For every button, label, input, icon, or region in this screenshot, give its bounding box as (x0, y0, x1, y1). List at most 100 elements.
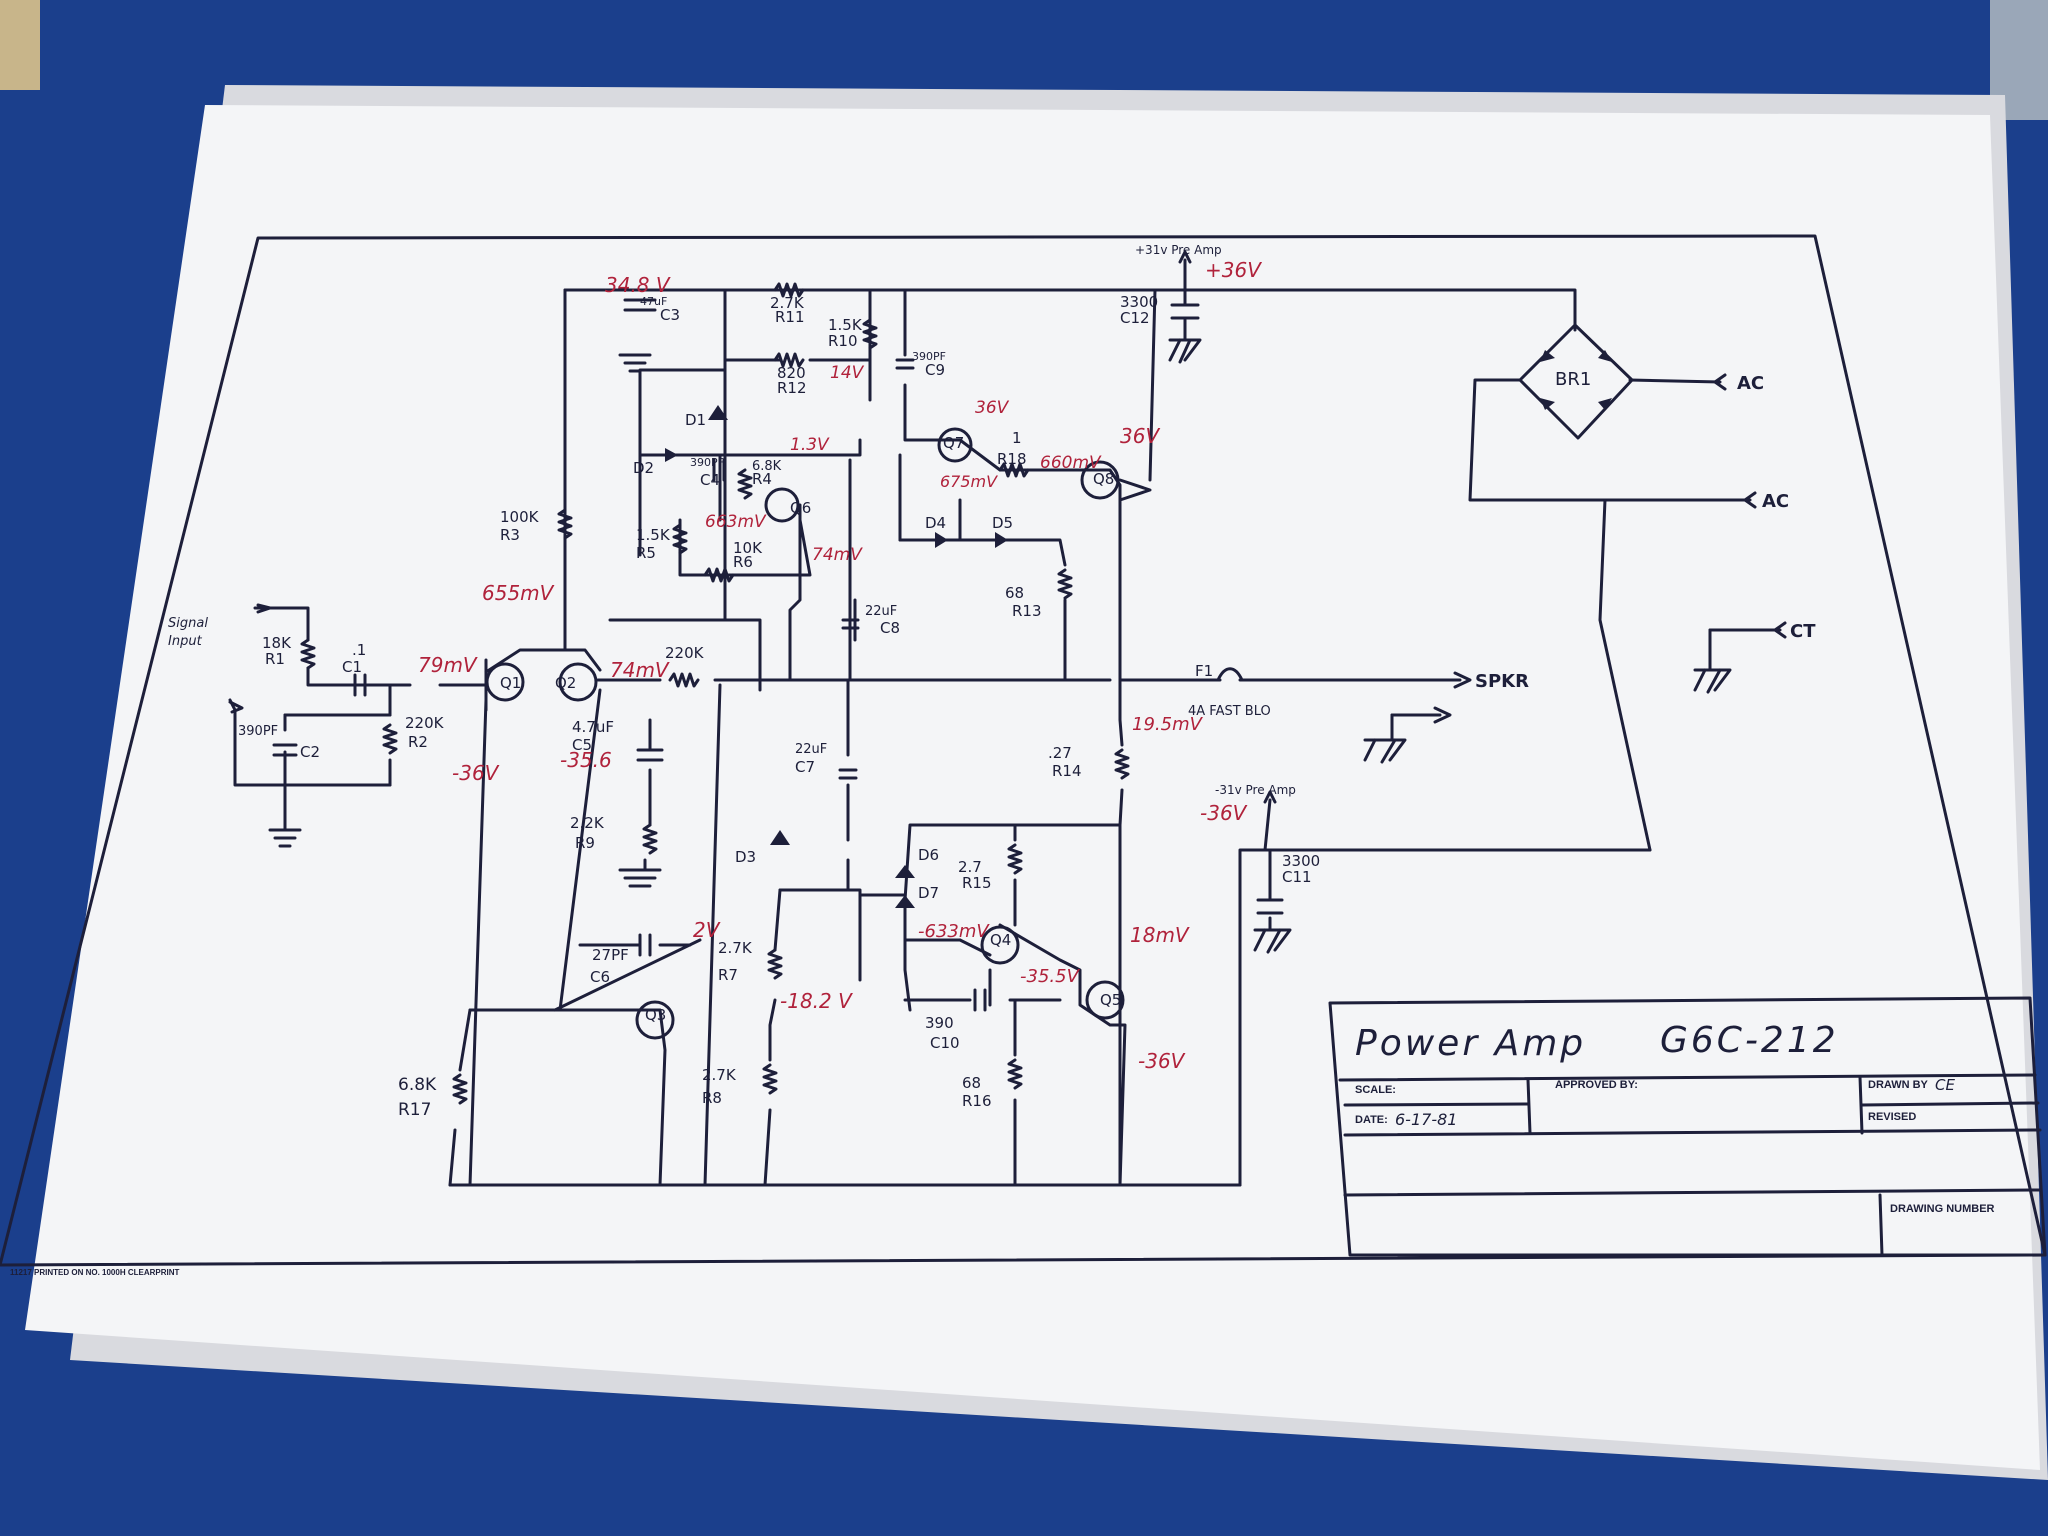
diode-d1 (708, 405, 728, 420)
c8-ref: C8 (880, 619, 900, 637)
c11-ref: C11 (1282, 868, 1312, 886)
c7-value: 22uF (795, 742, 827, 757)
q8-label: Q8 (1093, 470, 1114, 488)
input-arrow-1 (256, 603, 272, 614)
r1-ref: R1 (265, 650, 285, 668)
f1-ref: F1 (1195, 662, 1213, 680)
resistor-r5 (672, 523, 688, 555)
d7-label: D7 (918, 884, 939, 902)
r5-value: 1.5K (636, 526, 671, 544)
bridge-diode-4 (1598, 398, 1612, 410)
c4-value: 390PF (690, 456, 724, 469)
r17-value: 6.8K (398, 1075, 437, 1095)
bridge-diode-2 (1598, 350, 1612, 362)
diode-d5 (995, 532, 1008, 548)
voltage-c3: 34.8 V (605, 273, 671, 297)
capacitor-c11 (1256, 898, 1284, 915)
r8-ref: R8 (702, 1089, 722, 1107)
voltage-neg36-right: -36V (1200, 801, 1248, 825)
r4-value: 6.8K (752, 459, 782, 474)
ct-arrow (1773, 621, 1787, 639)
c7-ref: C7 (795, 758, 815, 776)
input-label-1: Signal (168, 616, 208, 631)
c9-value: 390PF (912, 350, 946, 363)
capacitor-c4 (712, 458, 726, 482)
r17-ref: R17 (398, 1100, 431, 1120)
voltage-fuse: 19.5mV (1132, 714, 1204, 735)
diode-d4 (935, 532, 948, 548)
voltage-q7: 36V (975, 398, 1010, 418)
resistor-r18 (998, 462, 1030, 478)
voltage-q5-base: -35.5V (1020, 966, 1081, 987)
diode-d2 (665, 448, 678, 462)
component-labels: Signal Input 18K R1 .1 C1 390PF C2 220K … (168, 243, 1816, 1120)
input-arrow-2 (228, 700, 244, 714)
resistor-r7 (767, 948, 783, 980)
title-block: Power Amp G6C-212 SCALE: APPROVED BY: DR… (1328, 996, 2047, 1257)
c1-ref: C1 (342, 658, 362, 676)
resistor-r14 (1114, 748, 1130, 780)
voltage-q1: 79mV (418, 653, 478, 677)
q5-label: Q5 (1100, 991, 1121, 1009)
revised-label: REVISED (1868, 1111, 1916, 1123)
resistor-r10 (862, 318, 878, 350)
voltage-q3: 2V (693, 918, 721, 942)
r10-ref: R10 (828, 332, 858, 350)
resistors (300, 282, 1130, 1105)
transistor-q2 (558, 662, 598, 702)
voltage-q6-emitter: 74mV (812, 545, 863, 565)
voltage-annotations: 34.8 V +36V 14V 36V 36V 1.3V 660mV 675mV… (418, 258, 1262, 1073)
r11-value: 2.7K (770, 294, 805, 312)
ac2-label: AC (1762, 491, 1789, 512)
r3-ref: R3 (500, 526, 520, 544)
resistor-r16 (1007, 1058, 1023, 1090)
c12-value: 3300 (1120, 293, 1158, 311)
resistor-r6 (703, 567, 735, 583)
r14-ref: R14 (1052, 762, 1082, 780)
speaker-ground-arrow (1433, 706, 1452, 724)
bridge-rectifier: BR1 (1518, 323, 1634, 440)
r6-ref: R6 (733, 553, 753, 571)
fuse-f1 (1216, 667, 1244, 682)
drawing-number-label: DRAWING NUMBER (1890, 1203, 1995, 1215)
transistor-q4 (980, 925, 1020, 965)
ac2-arrow (1743, 491, 1757, 509)
r16-ref: R16 (962, 1092, 992, 1110)
capacitor-c2 (272, 743, 298, 757)
f1-value: 4A FAST BLO (1188, 704, 1271, 719)
voltage-r7: -18.2 V (780, 989, 853, 1013)
q6-label: Q6 (790, 499, 811, 517)
c9-ref: C9 (925, 361, 945, 379)
voltage-r12: 14V (830, 363, 865, 383)
r1-value: 18K (262, 634, 292, 652)
r13-ref: R13 (1012, 602, 1042, 620)
voltage-neg36-left: -36V (452, 761, 500, 785)
q2-label: Q2 (555, 674, 576, 692)
resistor-r13 (1057, 568, 1073, 600)
connectors (228, 250, 1787, 804)
diode-d3 (770, 830, 790, 845)
c2-ref: C2 (300, 743, 320, 761)
c2-value: 390PF (238, 724, 278, 739)
voltage-neg36-bottom: -36V (1138, 1049, 1186, 1073)
c3-ref: C3 (660, 306, 680, 324)
footer-print-note: 11217 PRINTED ON NO. 1000H CLEARPRINT (10, 1268, 179, 1277)
voltage-r4: 1.3V (790, 435, 830, 455)
object-top-left (0, 0, 40, 90)
voltage-r3: 655mV (482, 581, 555, 605)
capacitor-c3 (623, 298, 657, 312)
capacitor-c9 (895, 358, 915, 370)
transistor-q5 (1085, 980, 1125, 1020)
c1-value: .1 (352, 641, 366, 659)
spkr-arrow (1453, 671, 1472, 689)
r12-ref: R12 (777, 379, 807, 397)
c12-ref: C12 (1120, 309, 1150, 327)
voltage-q4: -633mV (918, 921, 990, 942)
r6-value: 10K (733, 539, 763, 557)
capacitor-c7 (838, 768, 858, 780)
pos-preamp-label: +31v Pre Amp (1135, 243, 1222, 257)
resistor-r9 (642, 823, 658, 855)
r9-ref: R9 (575, 834, 595, 852)
neg-preamp-label: -31v Pre Amp (1215, 783, 1296, 797)
